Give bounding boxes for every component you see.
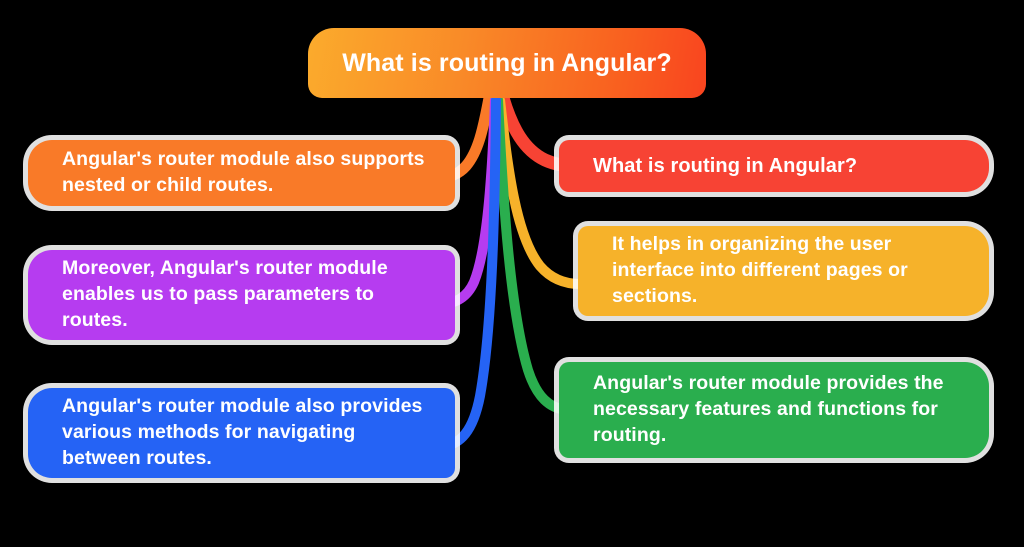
connector-organize	[495, 95, 585, 289]
branch-node-organize[interactable]: It helps in organizing the user interfac…	[578, 226, 989, 316]
branch-node-nested-label: Angular's router module also supports ne…	[62, 148, 425, 196]
branch-node-features[interactable]: Angular's router module provides the nec…	[559, 362, 989, 458]
branch-node-params-label: Moreover, Angular's router module enable…	[62, 257, 388, 331]
central-node[interactable]: What is routing in Angular?	[308, 28, 706, 98]
branch-node-nested[interactable]: Angular's router module also supports ne…	[28, 140, 455, 206]
branch-node-question[interactable]: What is routing in Angular?	[559, 140, 989, 192]
connector-features	[493, 95, 571, 415]
branch-node-navigate[interactable]: Angular's router module also provides va…	[28, 388, 455, 478]
branch-node-navigate-label: Angular's router module also provides va…	[62, 395, 423, 469]
branch-node-features-label: Angular's router module provides the nec…	[593, 372, 944, 446]
branch-node-question-label: What is routing in Angular?	[593, 154, 858, 177]
branch-node-params[interactable]: Moreover, Angular's router module enable…	[28, 250, 455, 340]
central-node-label: What is routing in Angular?	[342, 48, 672, 77]
branch-node-organize-label: It helps in organizing the user interfac…	[612, 233, 908, 307]
